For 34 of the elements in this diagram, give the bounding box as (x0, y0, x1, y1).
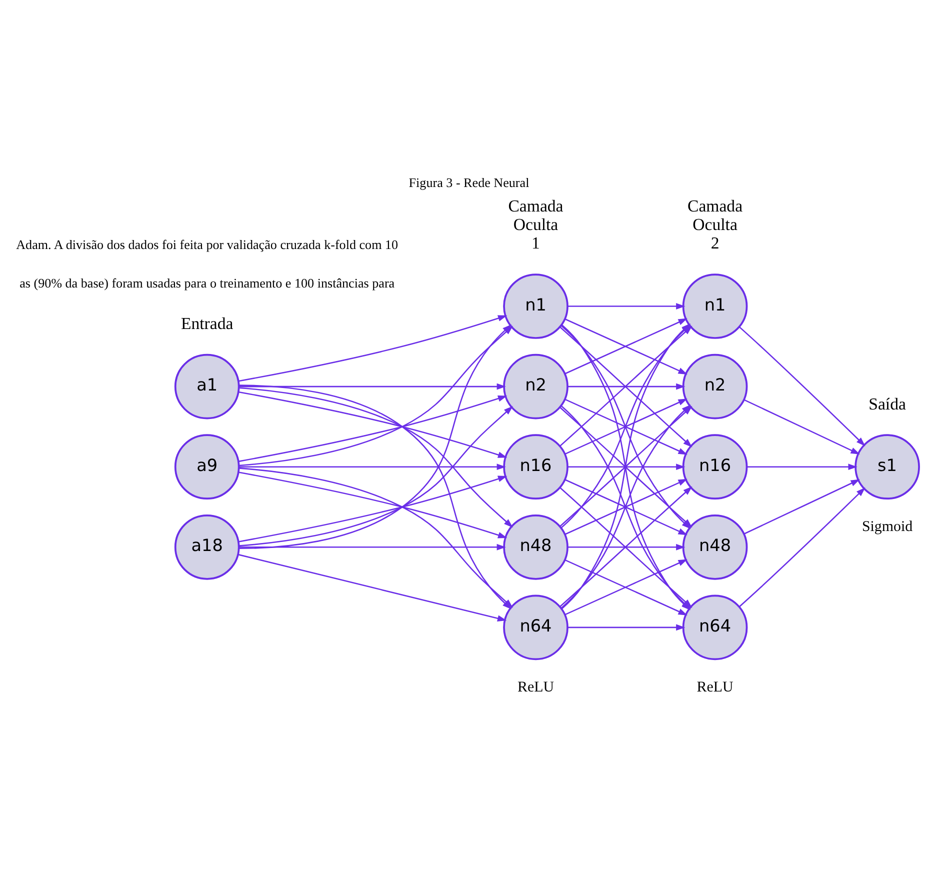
label: Sigmoid (862, 518, 913, 535)
diagram-title: Figura 3 - Rede Neural (408, 174, 530, 190)
arrow (738, 486, 866, 607)
arrow (568, 543, 686, 550)
arrow (238, 386, 513, 528)
label: Entrada (180, 314, 234, 333)
label: ReLU (518, 679, 554, 696)
arrow (568, 382, 686, 390)
node-circle: a9 (174, 434, 240, 500)
arrow (238, 314, 508, 382)
arrow (568, 624, 686, 630)
arrow (238, 553, 507, 621)
node-circle: a18 (174, 514, 240, 580)
label: Camada Oculta 1 (508, 196, 564, 252)
arrow (564, 558, 688, 615)
node-circle: a1 (174, 353, 240, 419)
arrow (744, 398, 860, 454)
arrow (738, 326, 866, 446)
arrow (746, 463, 858, 470)
label: ReLU (696, 679, 734, 696)
arrow (239, 382, 506, 390)
label: Adam. A divisão dos dados foi feita por validação cruzada k-fold com 10 (16, 236, 398, 252)
label: Camada Oculta 2 (688, 196, 743, 252)
arrow (564, 398, 688, 454)
arrow (568, 302, 686, 309)
arrow (239, 543, 506, 550)
arrow (744, 478, 860, 534)
arrow (239, 463, 506, 470)
label: Saída (868, 394, 906, 413)
arrow (568, 463, 686, 470)
node-circle: n16 (503, 434, 568, 500)
label: as (90% da base) foram usadas para o treinamento e 100 instâncias para (20, 274, 395, 290)
arrow (238, 406, 513, 546)
arrow (238, 467, 513, 608)
